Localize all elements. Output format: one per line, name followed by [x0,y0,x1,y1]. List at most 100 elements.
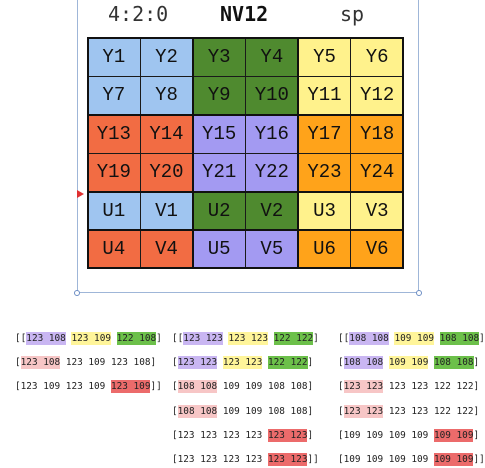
array-line: [108 108 109 109 108 108] [338,356,480,370]
grid-cell-y7: Y7 [87,75,141,115]
grid-cell-y10: Y10 [245,75,299,115]
array-text: [[ [172,333,184,344]
array-text: [123 109 123 109 [15,381,111,393]
array-text: 123 123 122 122] [383,405,480,417]
array-line: [123 123 123 123 122 122] [338,380,479,394]
highlighted-value: 109 109 [394,332,434,345]
highlighted-value: 109 109 [433,453,474,466]
array-line: [[108 108 109 109 108 108] [338,332,485,345]
grid-cell-u6: U6 [297,229,352,269]
array-line: [[123 108 123 109 122 108] [15,332,162,345]
array-line: [123 123 123 123 122 122] [338,404,480,418]
grid-cell-y12: Y12 [350,75,404,115]
highlighted-value: 109 109 [433,428,474,442]
grid-cell-y23: Y23 [297,152,352,192]
array-line: [[123 123 123 123 122 122] [172,332,319,345]
grid-cell-v5: V5 [245,229,299,269]
layout-label: sp [340,2,365,26]
array-text: [ [338,381,344,393]
highlighted-value: 123 123 [267,428,308,442]
array-text: [ [172,405,178,417]
format-name-label: NV12 [220,2,269,26]
array-text [217,356,223,369]
array-text: ] [307,357,314,369]
array-text: [[ [15,333,27,344]
array-text: [[ [338,333,350,344]
array-text [434,332,440,345]
highlighted-value: 122 122 [273,332,314,345]
array-text: [ [338,357,344,369]
grid-cell-v1: V1 [139,191,194,231]
array-line: [123 109 123 109 123 109]] [15,380,162,394]
grid-cell-u5: U5 [192,229,246,269]
highlighted-value: 108 108 [439,332,480,345]
array-text: [109 109 109 109 [338,429,434,441]
highlighted-value: 123 108 [20,356,61,370]
highlighted-value: 123 109 [110,380,151,394]
highlighted-value: 123 123 [228,332,268,345]
grid-cell-y18: Y18 [350,114,404,154]
grid-cell-y8: Y8 [139,75,194,115]
array-text: 109 109 108 108] [217,381,314,393]
array-line: [109 109 109 109 109 109] [338,428,480,442]
grid-cell-u3: U3 [297,191,352,231]
array-text: ] [156,333,162,344]
grid-cell-y4: Y4 [245,37,299,77]
highlighted-value: 109 109 [388,356,429,370]
highlighted-value: 108 108 [177,404,218,418]
array-line: [123 123 123 123 123 123] [172,428,314,442]
grid-cell-y13: Y13 [87,114,141,154]
array-text: ] [313,333,319,344]
array-text: ] [473,429,480,441]
grid-cell-y16: Y16 [245,114,299,154]
array-text: ] [307,429,314,441]
array-text: ] [473,357,480,369]
highlighted-value: 123 123 [222,356,263,370]
frame-handle-bottom-left[interactable] [74,290,80,296]
red-arrow-marker [77,190,84,198]
array-text [383,356,389,369]
array-text: ] [479,333,485,344]
grid-cell-y2: Y2 [139,37,194,77]
grid-cell-v6: V6 [350,229,404,269]
grid-cell-y19: Y19 [87,152,141,192]
grid-cell-v2: V2 [245,191,299,231]
array-text [111,332,117,345]
array-text: [123 123 123 123 [172,454,268,465]
grid-cell-y22: Y22 [245,152,299,192]
array-text [268,332,274,345]
array-line: [108 108 109 109 108 108] [172,404,313,418]
array-line: [123 108 123 109 123 108] [15,356,157,370]
highlighted-value: 123 123 [183,332,223,345]
diagram-header: 4:2:0 NV12 sp [0,0,474,30]
highlighted-value: 123 109 [71,332,111,345]
selection-frame [77,0,419,293]
highlighted-value: 123 123 [177,356,218,370]
array-text: 123 109 123 108] [60,357,157,369]
array-line: [123 123 123 123 122 122] [172,356,314,370]
grid-cell-v3: V3 [350,191,404,231]
array-text: [123 123 123 123 [172,429,268,441]
grid-cell-y21: Y21 [192,152,246,192]
highlighted-value: 108 108 [343,356,384,370]
grid-cell-y17: Y17 [297,114,352,154]
array-line: [123 123 123 123 123 123]] [172,453,319,466]
grid-cell-y11: Y11 [297,75,352,115]
highlighted-value: 108 108 [434,356,474,370]
highlighted-value: 123 123 [267,453,308,466]
grid-cell-y5: Y5 [297,37,352,77]
grid-cell-u2: U2 [192,191,246,231]
highlighted-value: 123 123 [343,404,384,418]
array-text: [ [172,381,178,393]
highlighted-value: 123 108 [26,332,66,345]
highlighted-value: 108 108 [177,380,218,394]
grid-cell-u1: U1 [87,191,141,231]
array-text: [ [172,357,178,369]
grid-cell-y14: Y14 [139,114,194,154]
highlighted-value: 122 108 [116,332,157,345]
grid-cell-y9: Y9 [192,75,246,115]
frame-handle-bottom-right[interactable] [416,290,422,296]
highlighted-value: 108 108 [349,332,389,345]
grid-cell-y3: Y3 [192,37,246,77]
